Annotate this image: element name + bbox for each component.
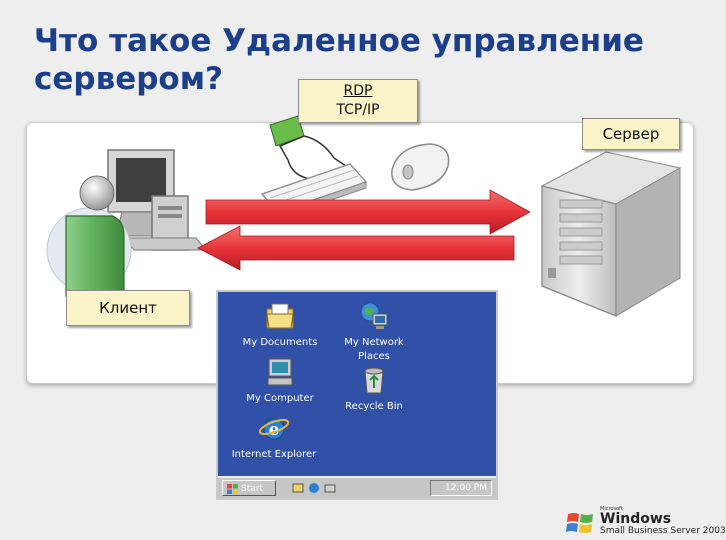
desktop-icon-label: My Network Places: [344, 337, 404, 362]
server-icon: [540, 151, 682, 317]
desktop-icon-my-computer[interactable]: My Computer: [230, 356, 330, 406]
server-label: Сервер: [582, 118, 680, 150]
taskbar: Start 12:00 PM: [218, 476, 496, 498]
desktop-icon-internet-explorer[interactable]: e Internet Explorer: [224, 412, 324, 462]
brand-product: Small Business Server 2003: [600, 526, 726, 536]
windows-logo-icon: [566, 513, 593, 533]
windows-flag-icon: [227, 484, 238, 494]
desktop-icon-label: Recycle Bin: [345, 401, 403, 412]
arrow-left-icon: [197, 225, 515, 271]
client-user-icon: [46, 175, 132, 297]
desktop-icon-my-documents[interactable]: My Documents: [230, 300, 330, 350]
mouse-icon: [391, 143, 450, 191]
recycle-bin-icon: [364, 367, 384, 394]
protocol-rdp: RDP: [343, 83, 373, 99]
windows-sbs-logo: Microsoft Windows Small Business Server …: [566, 506, 726, 536]
protocol-tcpip: TCP/IP: [336, 102, 380, 118]
svg-text:e: e: [269, 420, 280, 440]
network-icon: [360, 302, 388, 329]
client-computer-icon: [107, 149, 208, 251]
protocol-label: RDP TCP/IP: [298, 79, 418, 123]
desktop-icon-my-network-places[interactable]: My Network Places: [324, 300, 424, 364]
remote-desktop-screen: My Documents My Network Places My Comput…: [216, 290, 498, 500]
client-label: Клиент: [66, 290, 190, 326]
arrow-right-icon: [205, 189, 531, 235]
brand-microsoft: Microsoft: [600, 506, 623, 512]
desktop-icon-recycle-bin[interactable]: Recycle Bin: [324, 364, 424, 414]
desktop-icon-label: My Computer: [246, 393, 314, 404]
brand-windows: Windows: [600, 511, 672, 527]
desktop-icon-label: My Documents: [242, 337, 318, 348]
start-button[interactable]: Start: [222, 480, 276, 496]
start-label: Start: [241, 484, 263, 494]
quick-launch-explorer-icon[interactable]: [324, 482, 336, 494]
clock: 12:00 PM: [445, 483, 487, 493]
slide-title: Что такое Удаленное управление сервером?: [34, 23, 644, 97]
show-desktop-icon[interactable]: [292, 482, 304, 494]
system-tray: 12:00 PM: [430, 480, 492, 496]
hand-icon: [269, 115, 355, 180]
desktop-icon-label: Internet Explorer: [231, 449, 317, 460]
computer-icon: [267, 358, 293, 386]
ie-icon: e: [258, 418, 290, 440]
quick-launch-ie-icon[interactable]: [308, 482, 320, 494]
folder-icon: [266, 303, 294, 329]
